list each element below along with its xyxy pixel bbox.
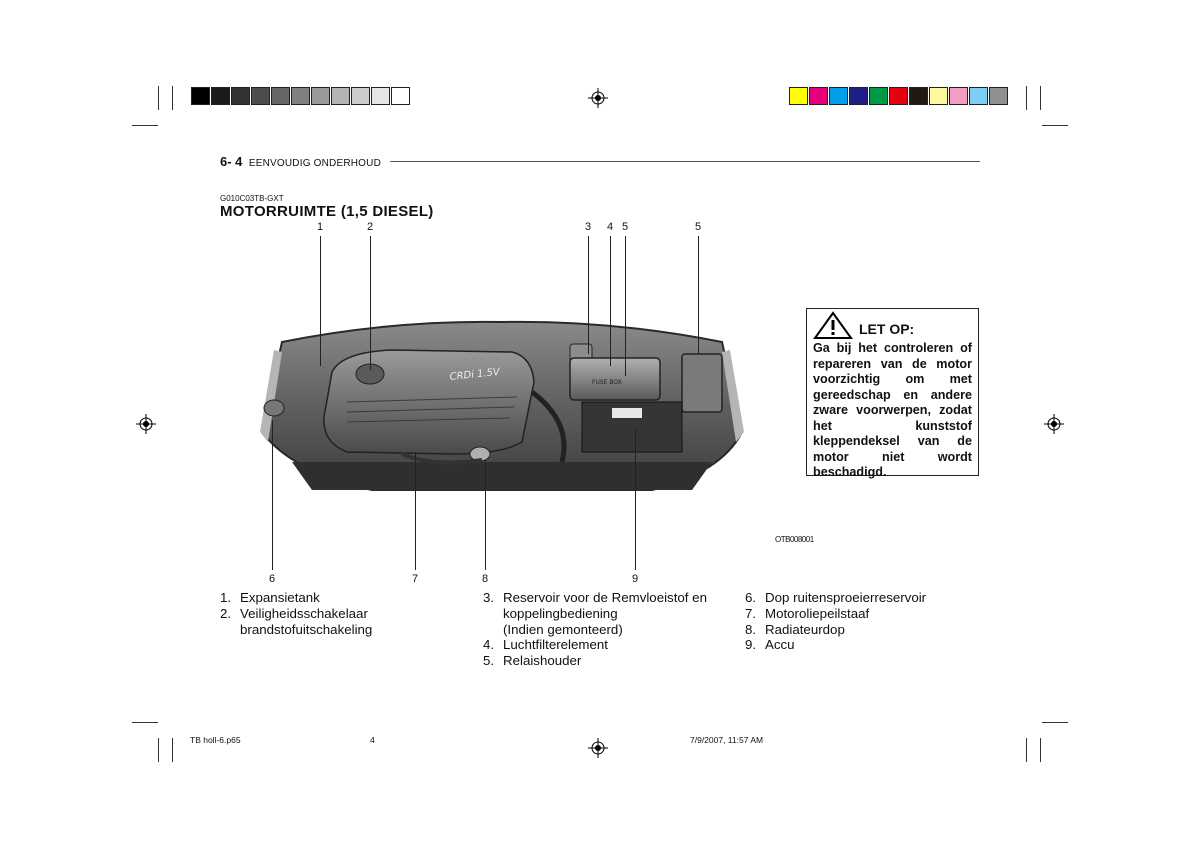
leader-line-9 <box>635 430 636 570</box>
legend-column-2: 3.Reservoir voor de Remvloeistof en kopp… <box>483 590 733 669</box>
calibration-swatch <box>789 87 808 105</box>
calibration-swatch <box>949 87 968 105</box>
calibration-swatch <box>231 87 250 105</box>
calibration-swatch <box>969 87 988 105</box>
calibration-swatch <box>809 87 828 105</box>
callout-7: 7 <box>411 573 419 585</box>
registration-mark-icon <box>1044 414 1064 434</box>
callout-3: 3 <box>584 221 592 233</box>
legend-item: 5.Relaishouder <box>483 653 582 669</box>
calibration-swatch <box>829 87 848 105</box>
photo-code: OTB008001 <box>775 535 814 544</box>
footer-page: 4 <box>370 735 375 745</box>
leader-line-2 <box>370 236 371 370</box>
registration-mark-icon <box>136 414 156 434</box>
engine-cover-label: CRDi 1.5V <box>449 367 501 383</box>
legend-item: 8.Radiateurdop <box>745 621 845 637</box>
leader-line-4 <box>610 236 611 366</box>
leader-line-1 <box>320 236 321 366</box>
callout-9: 9 <box>631 573 639 585</box>
legend-item: 6.Dop ruitensproeierreservoir <box>745 590 927 605</box>
leader-line-8 <box>485 460 486 570</box>
leader-line-7 <box>415 452 416 570</box>
page-number: 6- 4 <box>220 154 243 169</box>
legend-column-3: 6.Dop ruitensproeierreservoir 7.Motoroli… <box>745 590 985 653</box>
calibration-swatch <box>371 87 390 105</box>
engine-bay-photo: CRDi 1.5V FUSE BOX <box>260 320 744 491</box>
registration-mark-icon <box>588 738 608 758</box>
section-code: G010C03TB-GXT <box>220 194 284 203</box>
section-title: MOTORRUIMTE (1,5 DIESEL) <box>220 203 434 220</box>
header-rule <box>390 161 980 162</box>
legend-item: 1.Expansietank <box>220 590 320 605</box>
calibration-swatch <box>989 87 1008 105</box>
calibration-swatch <box>351 87 370 105</box>
legend-item: 9.Accu <box>745 637 795 653</box>
warning-triangle-icon <box>813 311 853 339</box>
warning-text: Ga bij het controleren of repareren van … <box>813 341 972 479</box>
calibration-swatch <box>391 87 410 105</box>
legend-item: 4.Luchtfilterelement <box>483 637 608 653</box>
calibration-swatch <box>271 87 290 105</box>
footer-datetime: 7/9/2007, 11:57 AM <box>690 735 764 745</box>
calibration-swatch <box>929 87 948 105</box>
calibration-swatch <box>311 87 330 105</box>
callout-6: 6 <box>268 573 276 585</box>
legend-column-1: 1.Expansietank 2.Veiligheidsschakelaar b… <box>220 590 440 637</box>
calibration-swatch <box>869 87 888 105</box>
calibration-swatch <box>291 87 310 105</box>
leader-line-6 <box>272 420 273 570</box>
callout-2: 2 <box>366 221 374 233</box>
legend-item: 2.Veiligheidsschakelaar brandstofuitscha… <box>220 605 373 637</box>
legend-item: 3.Reservoir voor de Remvloeistof en kopp… <box>483 590 707 637</box>
callout-5a: 5 <box>621 221 629 233</box>
warning-label: LET OP: <box>859 320 915 337</box>
calibration-swatch <box>211 87 230 105</box>
registration-mark-icon <box>588 88 608 108</box>
leader-line-5a <box>625 236 626 376</box>
calibration-swatch <box>191 87 210 105</box>
calibration-swatch <box>889 87 908 105</box>
callout-1: 1 <box>316 221 324 233</box>
callout-5b: 5 <box>694 221 702 233</box>
leader-line-3 <box>588 236 589 354</box>
calibration-swatch <box>331 87 350 105</box>
calibration-swatch <box>909 87 928 105</box>
calibration-swatch <box>849 87 868 105</box>
chapter-title: EENVOUDIG ONDERHOUD <box>248 158 382 169</box>
warning-box: LET OP: Ga bij het controleren of repare… <box>806 308 979 479</box>
footer-file: TB holl-6.p65 <box>190 735 241 745</box>
fuse-box-label: FUSE BOX <box>592 379 622 386</box>
callout-4: 4 <box>606 221 614 233</box>
callout-8: 8 <box>481 573 489 585</box>
legend-item: 7.Motoroliepeilstaaf <box>745 605 870 621</box>
calibration-swatch <box>251 87 270 105</box>
leader-line-5b <box>698 236 699 354</box>
page-header: 6- 4 EENVOUDIG ONDERHOUD <box>220 153 381 171</box>
